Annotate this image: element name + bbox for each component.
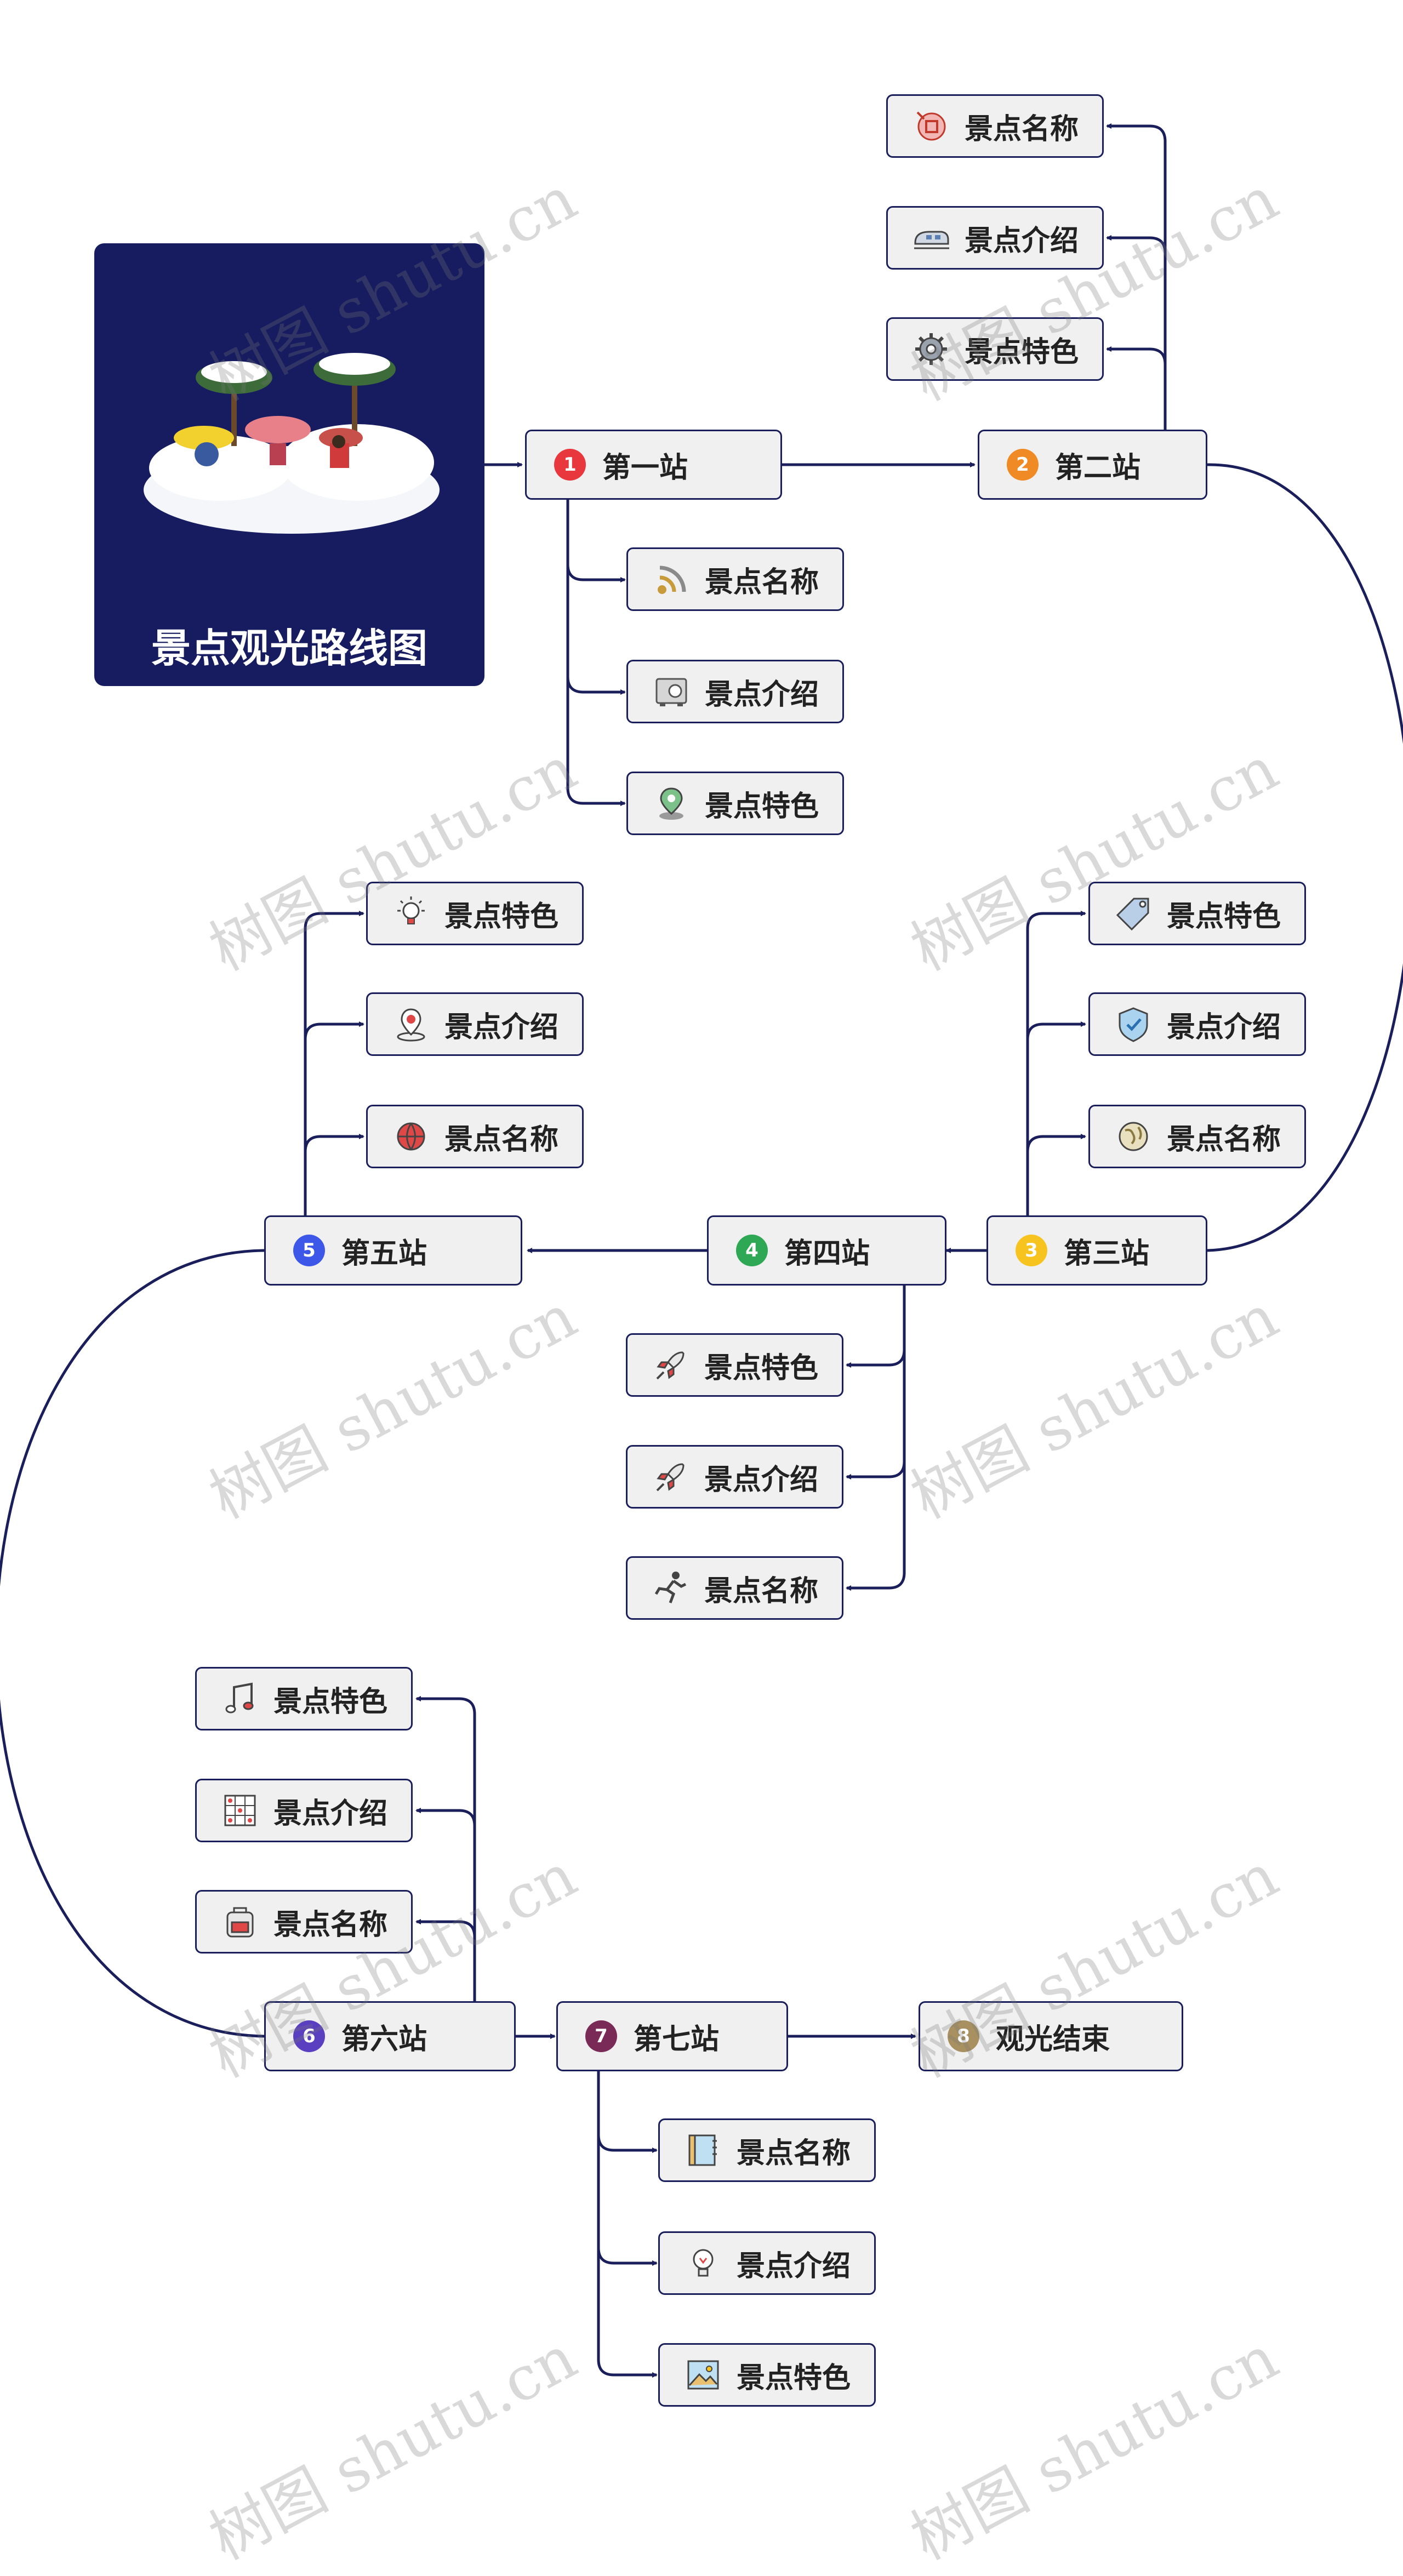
station-6-number-badge: 6 xyxy=(293,2020,325,2052)
basketball-icon xyxy=(390,1115,432,1158)
leaf-label: 景点介绍 xyxy=(444,1010,559,1044)
lightbulb-icon xyxy=(390,892,432,935)
globe-icon xyxy=(1112,1115,1155,1158)
lightbulb-icon xyxy=(682,2242,725,2284)
station-2-leaf-name[interactable]: 景点名称 xyxy=(886,94,1104,158)
map-pin-icon xyxy=(390,1003,432,1046)
station-3-label: 第三站 xyxy=(1064,1237,1150,1270)
leaf-label: 景点名称 xyxy=(273,1908,388,1941)
station-7-leaf-name[interactable]: 景点名称 xyxy=(658,2118,876,2182)
wifi-signal-icon xyxy=(650,558,693,601)
picture-frame-icon xyxy=(682,2354,725,2396)
station-4-leaf-name[interactable]: 景点名称 xyxy=(626,1556,843,1620)
station-6-leaf-name[interactable]: 景点名称 xyxy=(195,1890,413,1954)
station-4-number-badge: 4 xyxy=(736,1235,768,1266)
leaf-label: 景点特色 xyxy=(1167,900,1281,933)
leaf-label: 景点名称 xyxy=(704,1574,819,1608)
leaf-label: 景点介绍 xyxy=(737,2249,851,2283)
station-5-label: 第五站 xyxy=(341,1237,427,1270)
leaf-label: 景点名称 xyxy=(737,2137,851,2170)
station-3[interactable]: 3 第三站 xyxy=(986,1215,1207,1286)
music-note-icon xyxy=(219,1677,261,1720)
leaf-label: 景点介绍 xyxy=(1167,1010,1281,1044)
station-1-leaf-feature[interactable]: 景点特色 xyxy=(626,772,844,835)
leaf-label: 景点特色 xyxy=(273,1685,388,1718)
station-6-label: 第六站 xyxy=(341,2023,427,2056)
station-3-leaf-name[interactable]: 景点名称 xyxy=(1088,1105,1306,1168)
station-2[interactable]: 2 第二站 xyxy=(978,430,1207,500)
leaf-label: 景点名称 xyxy=(1167,1123,1281,1156)
leaf-label: 景点介绍 xyxy=(704,1463,819,1497)
station-4-leaf-intro[interactable]: 景点介绍 xyxy=(626,1445,843,1509)
station-5-number-badge: 5 xyxy=(293,1235,325,1266)
location-pin-icon xyxy=(650,782,693,825)
connector-lines xyxy=(0,123,1403,2378)
station-1-number-badge: 1 xyxy=(554,449,586,481)
station-5-leaf-name[interactable]: 景点名称 xyxy=(366,1105,584,1168)
station-8[interactable]: 8 观光结束 xyxy=(919,2001,1183,2071)
leaf-label: 景点特色 xyxy=(444,900,559,933)
leaf-label: 景点介绍 xyxy=(705,678,819,711)
station-2-number-badge: 2 xyxy=(1007,449,1039,481)
target-sign-icon xyxy=(910,105,953,147)
station-8-label: 观光结束 xyxy=(996,2023,1110,2056)
station-8-number-badge: 8 xyxy=(948,2020,979,2052)
station-5-leaf-intro[interactable]: 景点介绍 xyxy=(366,992,584,1056)
notebook-icon xyxy=(682,2129,725,2172)
rocket-icon xyxy=(649,1455,692,1498)
safe-box-icon xyxy=(650,670,693,713)
root-topic[interactable]: 景点观光路线图 xyxy=(94,243,484,686)
running-person-icon xyxy=(649,1567,692,1609)
station-5[interactable]: 5 第五站 xyxy=(264,1215,522,1286)
station-6[interactable]: 6 第六站 xyxy=(264,2001,516,2071)
station-5-leaf-feature[interactable]: 景点特色 xyxy=(366,882,584,945)
rocket-icon xyxy=(649,1344,692,1386)
station-3-leaf-feature[interactable]: 景点特色 xyxy=(1088,882,1306,945)
abacus-icon xyxy=(219,1789,261,1832)
station-7-leaf-intro[interactable]: 景点介绍 xyxy=(658,2231,876,2295)
station-4-leaf-feature[interactable]: 景点特色 xyxy=(626,1333,843,1397)
leaf-label: 景点名称 xyxy=(965,112,1079,146)
station-6-leaf-feature[interactable]: 景点特色 xyxy=(195,1667,413,1730)
station-1[interactable]: 1 第一站 xyxy=(525,430,782,500)
leaf-label: 景点介绍 xyxy=(273,1797,388,1830)
root-title: 景点观光路线图 xyxy=(151,625,427,671)
leaf-label: 景点特色 xyxy=(737,2361,851,2395)
station-6-leaf-intro[interactable]: 景点介绍 xyxy=(195,1779,413,1842)
station-1-label: 第一站 xyxy=(602,451,688,484)
leaf-label: 景点特色 xyxy=(965,335,1079,369)
station-2-leaf-intro[interactable]: 景点介绍 xyxy=(886,206,1104,270)
station-7-label: 第七站 xyxy=(634,2023,720,2056)
gear-icon xyxy=(910,328,953,370)
station-1-leaf-intro[interactable]: 景点介绍 xyxy=(626,660,844,723)
station-7-leaf-feature[interactable]: 景点特色 xyxy=(658,2343,876,2407)
shield-check-icon xyxy=(1112,1003,1155,1046)
station-2-label: 第二站 xyxy=(1055,451,1141,484)
snow-scene-illustration xyxy=(144,353,440,534)
station-7[interactable]: 7 第七站 xyxy=(556,2001,788,2071)
station-3-number-badge: 3 xyxy=(1016,1235,1047,1266)
backpack-icon xyxy=(219,1900,261,1943)
station-7-number-badge: 7 xyxy=(585,2020,617,2052)
station-3-leaf-intro[interactable]: 景点介绍 xyxy=(1088,992,1306,1056)
station-1-leaf-name[interactable]: 景点名称 xyxy=(626,547,844,611)
station-2-leaf-feature[interactable]: 景点特色 xyxy=(886,317,1104,381)
station-4-label: 第四站 xyxy=(784,1237,870,1270)
leaf-label: 景点特色 xyxy=(704,1351,819,1385)
leaf-label: 景点特色 xyxy=(705,790,819,823)
price-tag-icon xyxy=(1112,892,1155,935)
leaf-label: 景点名称 xyxy=(444,1123,559,1156)
leaf-label: 景点名称 xyxy=(705,566,819,599)
station-4[interactable]: 4 第四站 xyxy=(707,1215,946,1286)
train-icon xyxy=(910,216,953,259)
leaf-label: 景点介绍 xyxy=(965,224,1079,258)
